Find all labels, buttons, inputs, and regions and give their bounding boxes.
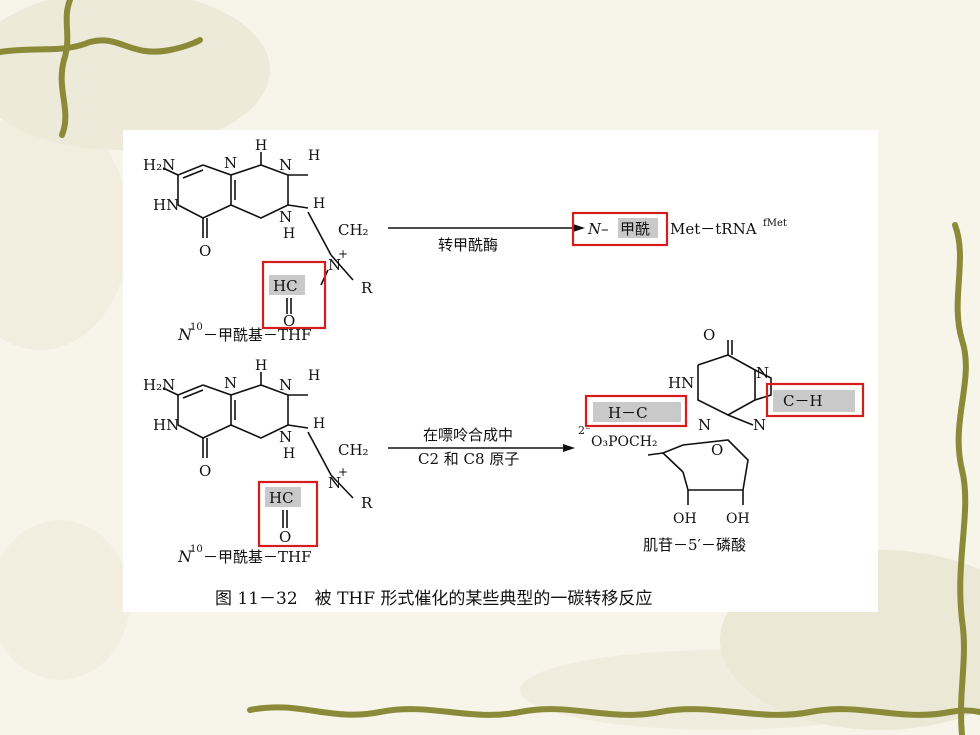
formyl-hc-label: HC [273, 277, 298, 295]
ch2-label: CH₂ [338, 221, 369, 239]
svg-text:H－C: H－C [608, 404, 648, 422]
svg-text:O: O [711, 441, 723, 459]
reaction-diagram-panel: H₂N N H N H HN N H H CH₂ O N + R HC O N … [123, 130, 878, 612]
highlight-box-formyl-1 [261, 260, 327, 330]
reaction-arrow-2: 在嘌呤合成中 C2 和 C8 原子 [388, 426, 575, 468]
thf-molecule-2: H₂N N H N H HN N H H CH₂ O N + R [143, 358, 373, 512]
inosine-5-phosphate: O HN N N N O 2⁻ O₃POCH₂ OH OH 肌苷－5′－磷酸 [578, 326, 772, 554]
svg-text:N: N [224, 374, 237, 392]
svg-text:－甲酰基－THF: －甲酰基－THF [203, 326, 312, 344]
svg-text:H: H [313, 416, 325, 432]
svg-text:O: O [199, 462, 211, 480]
svg-text:甲酰: 甲酰 [620, 220, 650, 238]
svg-text:10: 10 [190, 322, 203, 333]
h-right1-label: H [308, 148, 320, 164]
n-plus-label: N [328, 256, 341, 274]
svg-text:H: H [308, 368, 320, 384]
svg-text:10: 10 [190, 544, 203, 555]
svg-text:HN: HN [153, 416, 179, 434]
svg-text:Met－tRNA: Met－tRNA [670, 220, 757, 238]
o-label: O [199, 242, 211, 260]
svg-text:H₂N: H₂N [143, 376, 175, 394]
reactant-label-1: N 10 －甲酰基－THF [177, 322, 312, 344]
plus-label: + [338, 247, 348, 261]
reactant-label-2: N 10 －甲酰基－THF [177, 544, 312, 566]
enzyme-label: 转甲酰酶 [438, 236, 498, 254]
svg-text:N: N [177, 325, 193, 344]
svg-text:CH₂: CH₂ [338, 441, 369, 459]
reaction-arrow-1: 转甲酰酶 [388, 224, 585, 254]
svg-text:2⁻: 2⁻ [578, 424, 591, 437]
h-mid-label: H [283, 226, 295, 242]
svg-text:fMet: fMet [763, 218, 787, 229]
svg-text:+: + [338, 465, 348, 479]
product-formyl-met-trna: N– 甲酰 Met－tRNA fMet [571, 211, 787, 247]
svg-text:R: R [361, 494, 373, 512]
formyl-group-1: HC O [261, 260, 327, 330]
formyl-group-2: HC O [257, 480, 319, 548]
svg-text:O₃POCH₂: O₃POCH₂ [591, 434, 658, 450]
highlight-box-hc [584, 394, 688, 428]
svg-text:OH: OH [673, 511, 697, 527]
svg-text:H: H [255, 358, 267, 374]
svg-text:N: N [698, 416, 711, 434]
svg-text:N–: N– [587, 220, 609, 238]
thf-molecule-1: H₂N N H N H HN N H H CH₂ O N + R [143, 138, 373, 297]
svg-text:－甲酰基－THF: －甲酰基－THF [203, 548, 312, 566]
svg-text:N: N [279, 376, 292, 394]
svg-text:H: H [283, 446, 295, 462]
h2n-label: H₂N [143, 156, 175, 174]
n-top-label: N [279, 156, 292, 174]
product-name-label: 肌苷－5′－磷酸 [643, 536, 746, 554]
svg-text:N: N [279, 428, 292, 446]
n1-label: N [224, 154, 237, 172]
figure-caption: 图 11－32 被 THF 形式催化的某些典型的一碳转移反应 [215, 589, 652, 609]
svg-text:O: O [279, 528, 291, 546]
svg-text:N: N [753, 416, 766, 434]
svg-text:OH: OH [726, 511, 750, 527]
arrow-label-line2: C2 和 C8 原子 [418, 450, 519, 468]
reaction-diagram: H₂N N H N H HN N H H CH₂ O N + R HC O N … [143, 138, 865, 609]
highlight-h-c: H－C [584, 394, 688, 428]
n-mid-label: N [279, 208, 292, 226]
highlight-box-ch [765, 382, 865, 418]
highlight-box-product-1 [571, 211, 669, 247]
svg-text:N: N [177, 547, 193, 566]
svg-text:O: O [703, 326, 715, 344]
svg-text:N: N [328, 474, 341, 492]
formyl-o-label: O [283, 312, 295, 330]
h-top-label: H [255, 138, 267, 154]
hn-label: HN [153, 196, 179, 214]
svg-text:N: N [756, 364, 769, 382]
vine-top-left [0, 0, 203, 138]
arrow-label-line1: 在嘌呤合成中 [423, 426, 513, 444]
svg-text:HC: HC [269, 489, 294, 507]
highlight-c-h: C－H [765, 382, 865, 418]
highlight-box-formyl-2 [257, 480, 319, 548]
h-right2-label: H [313, 196, 325, 212]
vine-bottom [247, 704, 980, 718]
r-label: R [361, 279, 373, 297]
vine-right [952, 222, 969, 735]
svg-text:HN: HN [668, 374, 694, 392]
svg-text:C－H: C－H [783, 392, 823, 410]
